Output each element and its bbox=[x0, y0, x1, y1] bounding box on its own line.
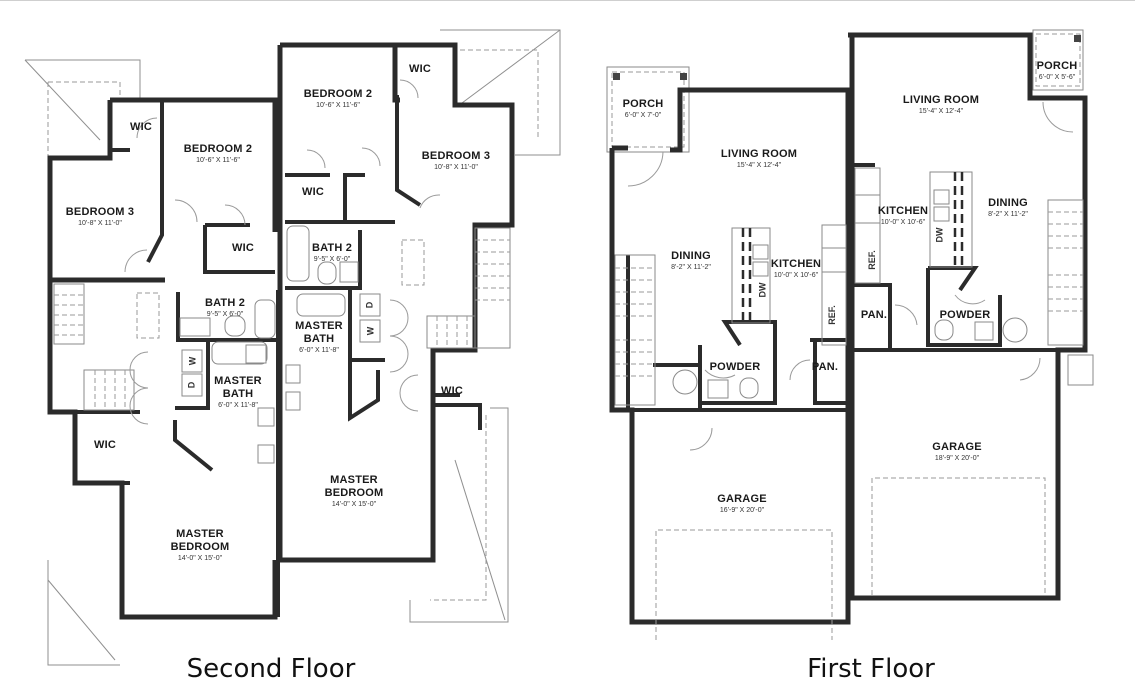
first-floor-title: First Floor bbox=[807, 654, 935, 684]
dryer-label: D bbox=[186, 381, 197, 389]
washer-label: W bbox=[187, 356, 198, 366]
room-label-wic: WIC bbox=[409, 63, 431, 75]
dishwasher-label: DW bbox=[934, 227, 945, 243]
room-label-wic: WIC bbox=[232, 242, 254, 254]
room-label-pantry: PAN. bbox=[860, 309, 888, 321]
second-floor-title: Second Floor bbox=[186, 654, 356, 684]
room-label-powder: POWDER bbox=[939, 309, 991, 321]
first-floor-plan bbox=[606, 29, 1094, 640]
room-label-wic: WIC bbox=[441, 385, 463, 397]
refrigerator-label: REF. bbox=[866, 250, 877, 270]
dryer-label: D bbox=[364, 301, 375, 309]
room-label-powder: POWDER bbox=[709, 361, 761, 373]
refrigerator-label: REF. bbox=[826, 305, 837, 325]
room-label-wic: WIC bbox=[130, 121, 152, 133]
dishwasher-label: DW bbox=[757, 282, 768, 298]
room-label-pantry: PAN. bbox=[811, 361, 839, 373]
room-label-wic: WIC bbox=[302, 186, 324, 198]
second-floor-plan bbox=[24, 29, 561, 666]
top-border-line bbox=[0, 0, 1135, 1]
washer-label: W bbox=[365, 326, 376, 336]
room-label-wic: WIC bbox=[94, 439, 116, 451]
